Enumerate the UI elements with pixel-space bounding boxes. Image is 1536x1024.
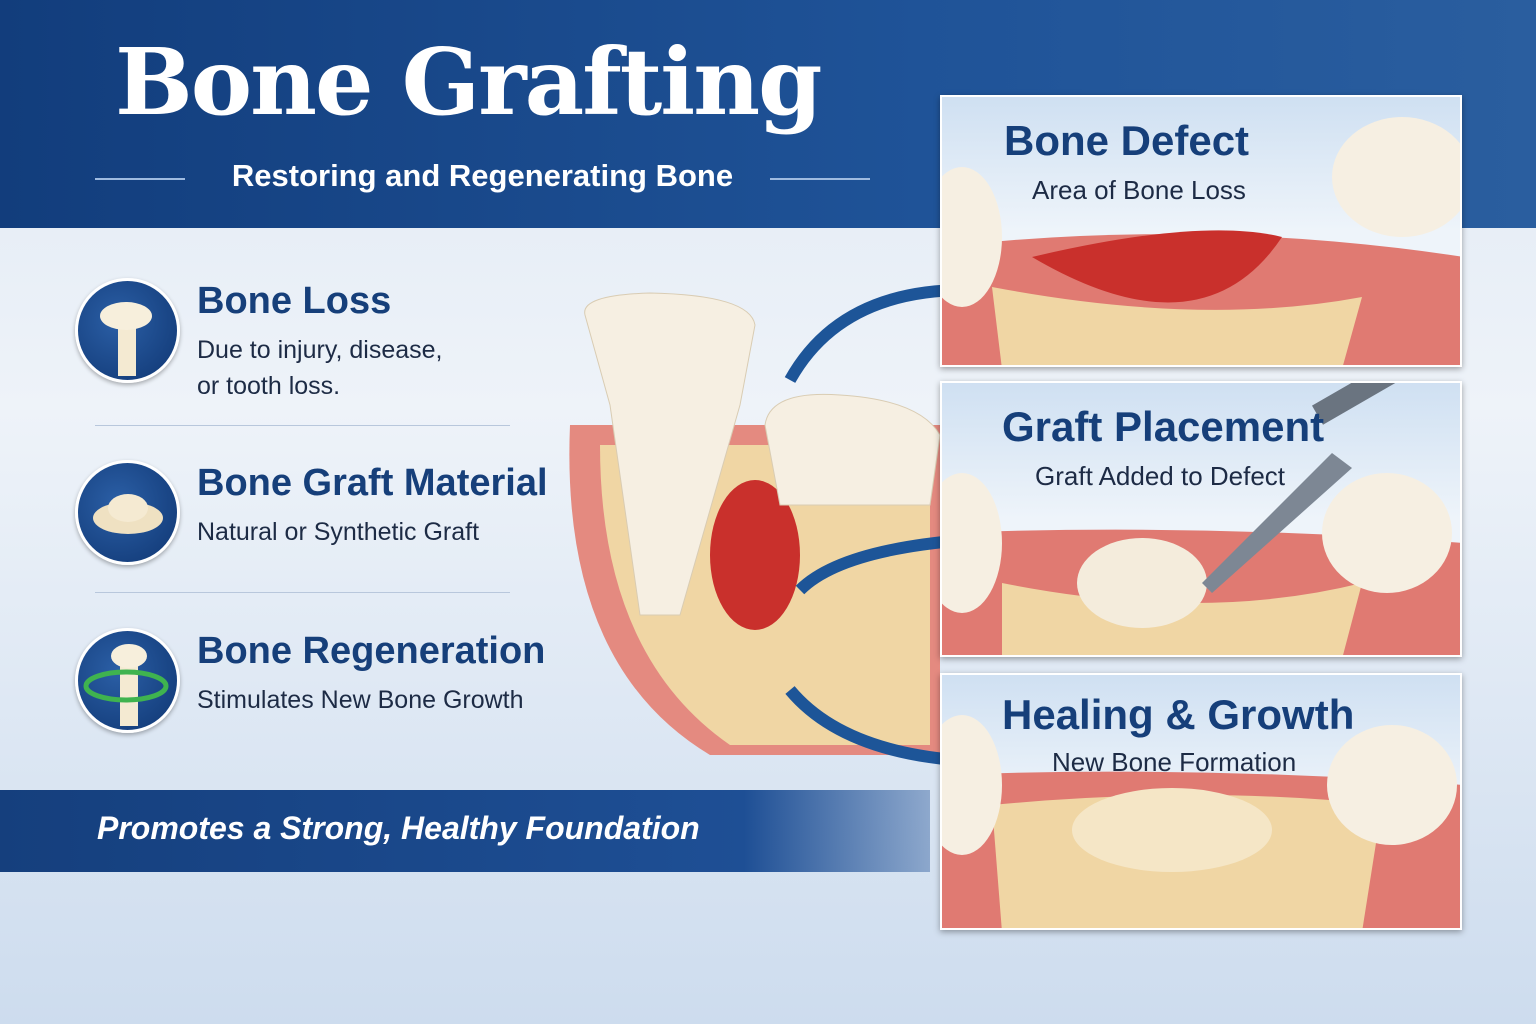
divider [95, 592, 510, 593]
panel-subtitle: New Bone Formation [1052, 747, 1297, 777]
page-title: Bone Grafting [115, 28, 822, 136]
item-desc: Due to injury, disease,or tooth loss. [197, 336, 443, 400]
item-desc: Natural or Synthetic Graft [197, 518, 480, 546]
panel-subtitle: Graft Added to Defect [1035, 461, 1286, 491]
item-title: Bone Loss [197, 280, 392, 322]
bone-growth-icon [75, 628, 180, 733]
item-title: Bone Graft Material [197, 462, 548, 504]
divider [95, 178, 185, 180]
panel-title: Graft Placement [1002, 403, 1325, 450]
panel-graft-placement: Graft Placement Graft Added to Defect [940, 381, 1462, 657]
bottom-banner: Promotes a Strong, Healthy Foundation [0, 790, 930, 872]
panel-title: Healing & Growth [1002, 691, 1355, 738]
graft-granules-icon [75, 460, 180, 565]
panel-healing-growth: Healing & Growth New Bone Formation [940, 673, 1462, 930]
panel-bone-defect: Bone Defect Area of Bone Loss [940, 95, 1462, 367]
divider [770, 178, 870, 180]
jaw-cross-section-illustration [569, 292, 941, 755]
item-desc: Stimulates New Bone Growth [197, 686, 524, 714]
panel-subtitle: Area of Bone Loss [1032, 175, 1246, 205]
divider [95, 425, 510, 426]
banner-text: Promotes a Strong, Healthy Foundation [97, 810, 700, 846]
panel-title: Bone Defect [1004, 117, 1250, 164]
bone-icon [75, 278, 180, 383]
page-subtitle: Restoring and Regenerating Bone [231, 158, 734, 193]
item-title: Bone Regeneration [197, 630, 546, 672]
